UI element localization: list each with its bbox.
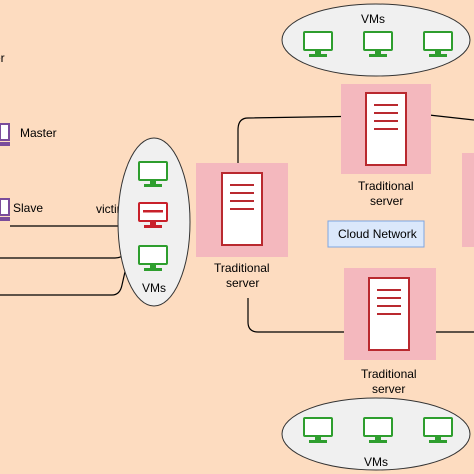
left-to-victim-arrow-1	[0, 231, 133, 259]
server-center: Traditional server	[196, 163, 288, 290]
server-rack-icon	[365, 92, 407, 166]
vms-left-label: VMs	[142, 281, 166, 295]
cloud-network-box: Cloud Network	[327, 220, 425, 248]
server-rack-icon	[368, 277, 410, 351]
slave-host: Slave	[0, 198, 43, 222]
server-top-label-2: server	[370, 194, 403, 208]
vms-bottom-label: VMs	[364, 455, 388, 469]
vm-group-bottom: VMs	[281, 397, 471, 471]
slave-label: Slave	[13, 201, 43, 215]
desktop-computer-icon	[0, 123, 11, 147]
server-top-to-center-line	[237, 115, 373, 176]
server-bottom: Traditional server	[344, 268, 436, 396]
server-bottom-label-2: server	[372, 382, 405, 396]
master-host: Master	[0, 123, 57, 147]
server-center-to-bottom-line	[247, 298, 345, 333]
vms-top-label: VMs	[361, 12, 385, 26]
vm-group-left: VMs	[117, 137, 191, 307]
left-partial-label: er	[0, 51, 5, 65]
cloud-network-label: Cloud Network	[338, 227, 418, 241]
server-right-partial	[462, 153, 474, 247]
master-label: Master	[20, 126, 57, 140]
connection-lines	[0, 108, 474, 333]
server-top: Traditional server	[341, 84, 431, 208]
left-to-victim-arrow-2	[0, 231, 137, 296]
server-top-label-1: Traditional	[358, 179, 414, 193]
server-bottom-label-1: Traditional	[361, 367, 417, 381]
server-center-label-2: server	[226, 276, 259, 290]
vm-group-top: VMs	[281, 3, 471, 77]
server-rack-icon	[221, 172, 263, 246]
desktop-computer-icon	[0, 198, 11, 222]
server-center-label-1: Traditional	[214, 261, 270, 275]
